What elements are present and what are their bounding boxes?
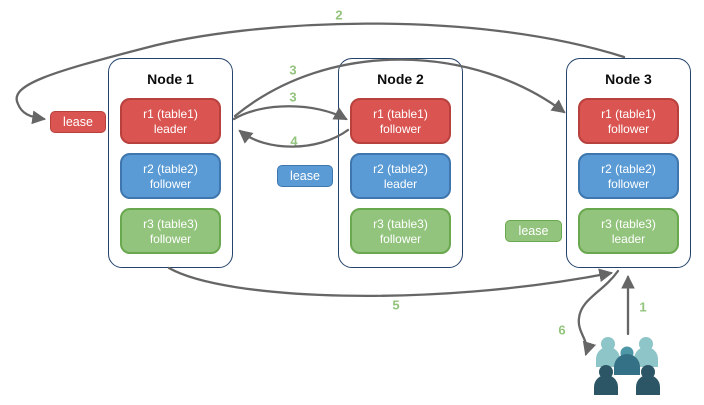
replica-role: leader	[153, 122, 188, 136]
node-3-replica-r2: r2 (table2) follower	[578, 153, 679, 199]
person-head	[641, 365, 655, 379]
person-head	[601, 337, 615, 351]
replica-name: r1 (table1)	[373, 107, 428, 121]
node-1-title: Node 1	[147, 71, 194, 87]
person-body	[594, 375, 618, 395]
replica-name: r3 (table3)	[373, 217, 428, 231]
node-2-replica-r3: r3 (table3) follower	[350, 208, 451, 254]
node-3-replica-r3: r3 (table3) leader	[578, 208, 679, 254]
step-label-3b: 3	[289, 89, 297, 105]
node-1-replica-r2: r2 (table2) follower	[120, 153, 221, 199]
node-3-title: Node 3	[605, 71, 652, 87]
step-label-1: 1	[639, 299, 647, 315]
person-head	[599, 365, 613, 379]
arrow-step-3-node1-to-node2	[232, 105, 348, 121]
node-1-replica-r3: r3 (table3) follower	[120, 208, 221, 254]
node-2: Node 2 r1 (table1) follower r2 (table2) …	[338, 58, 463, 268]
users-icon	[594, 337, 660, 395]
node-3-replica-r1: r1 (table1) follower	[578, 98, 679, 144]
step-label-5: 5	[392, 297, 400, 313]
node-2-replica-r2: r2 (table2) leader	[350, 153, 451, 199]
replica-role: follower	[607, 122, 650, 136]
replica-role: follower	[149, 232, 192, 246]
step-label-2: 2	[335, 7, 343, 23]
replica-role: leader	[383, 177, 418, 191]
person-body	[634, 347, 658, 367]
person-body	[636, 375, 660, 395]
lease-badge-r1: lease	[50, 111, 106, 133]
replica-role: follower	[379, 232, 422, 246]
arrow-step-5-node1-to-node3	[167, 266, 614, 298]
replica-name: r2 (table2)	[143, 162, 198, 176]
step-label-4: 4	[290, 133, 298, 149]
node-3: Node 3 r1 (table1) follower r2 (table2) …	[566, 58, 691, 268]
lease-badge-r2: lease	[277, 165, 333, 187]
replica-name: r1 (table1)	[143, 107, 198, 121]
replica-name: r1 (table1)	[601, 107, 656, 121]
step-label-3a: 3	[289, 62, 297, 78]
replica-role: follower	[607, 177, 650, 191]
replica-name: r3 (table3)	[601, 217, 656, 231]
person-body	[596, 347, 620, 367]
replica-role: follower	[149, 177, 192, 191]
replica-name: r2 (table2)	[601, 162, 656, 176]
node-2-replica-r1: r1 (table1) follower	[350, 98, 451, 144]
arrow-step-6-node3-to-users	[577, 269, 620, 356]
replica-name: r3 (table3)	[143, 217, 198, 231]
replica-name: r2 (table2)	[373, 162, 428, 176]
node-1-replica-r1: r1 (table1) leader	[120, 98, 221, 144]
node-2-title: Node 2	[377, 71, 424, 87]
step-label-6: 6	[558, 322, 566, 338]
person-head	[639, 337, 653, 351]
node-1: Node 1 r1 (table1) leader r2 (table2) fo…	[108, 58, 233, 268]
person-body	[614, 354, 640, 375]
replica-role: leader	[611, 232, 646, 246]
lease-badge-r3: lease	[505, 220, 562, 242]
replica-role: follower	[379, 122, 422, 136]
person-head	[620, 346, 634, 360]
